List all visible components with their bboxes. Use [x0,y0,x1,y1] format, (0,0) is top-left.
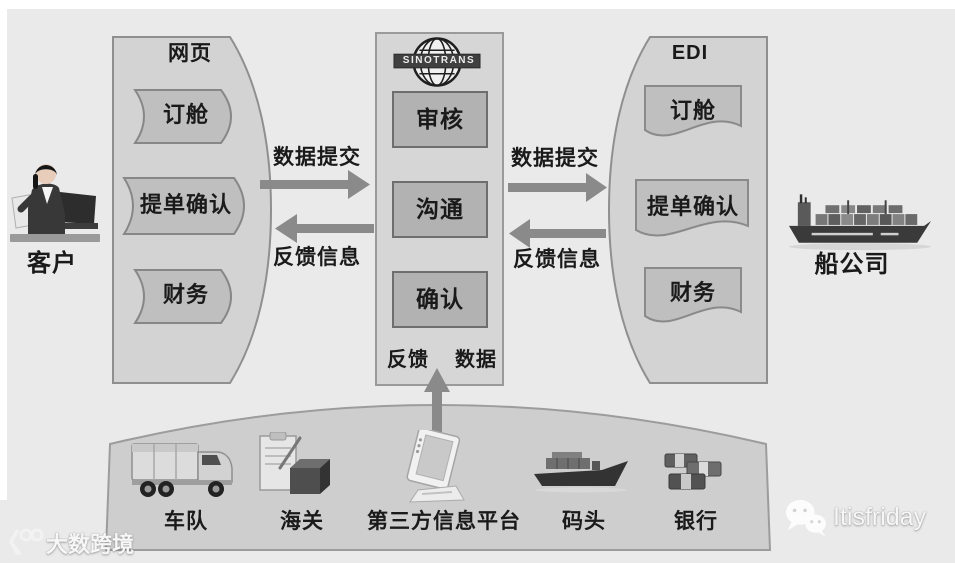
container-ship-icon [786,190,934,257]
customer-icon [8,156,102,255]
sinotrans-logo-icon [393,35,481,94]
web-card-bl-confirm-shape [122,177,245,235]
wechat-icon [784,498,828,543]
web-card-finance-shape [133,269,232,324]
top-edge-strip [0,0,955,9]
customer-label: 客户 [27,251,77,277]
dashu-logo-icon [5,527,45,562]
left-edge-strip [0,0,7,500]
sinotrans-logo-text: SINOTRANS [402,55,476,66]
center-box-communicate-shape [392,181,488,238]
edi-card-booking-shape [644,85,742,137]
bottom-item-info-platform-label: 第三方信息平台 [367,509,521,533]
center-box-confirm-shape [392,271,488,328]
left-feedback-arrowhead [275,214,297,243]
bottom-item-bank-label: 银行 [674,509,718,533]
right-submit-arrowhead [586,173,607,202]
edi-card-finance-shape [644,267,742,323]
truck-icon [130,438,236,509]
bank-icon [663,450,723,501]
left-feedback-arrow [297,224,374,233]
web-item-finance: 财务 [162,282,209,307]
watermark-bottom-left: 大数跨境 [46,532,135,557]
watermark-bottom-right: Itisfriday [833,503,927,531]
right-feedback-arrow [530,229,606,238]
edi-item-bl-confirm: 提单确认 [646,194,739,219]
edi-card-bl-confirm-shape [635,179,749,237]
web-card-booking-shape [133,89,232,144]
edi-item-booking: 订舱 [669,98,716,123]
right-submit-arrow [508,183,586,192]
web-item-booking: 订舱 [162,102,209,127]
center-feedback-label: 反馈 [387,349,429,371]
center-item-confirm: 确认 [416,287,464,312]
edi-item-finance: 财务 [669,280,716,305]
center-item-review: 审核 [416,107,464,132]
center-box-review-shape [392,91,488,148]
bottom-item-dock-label: 码头 [562,509,606,533]
right-feedback-label: 反馈信息 [513,247,601,271]
upward-arrow [432,388,442,446]
web-item-bl-confirm: 提单确认 [139,192,232,217]
left-submit-label: 数据提交 [273,145,361,169]
bottom-item-fleet-label: 车队 [164,509,208,533]
web-panel-title: 网页 [168,41,212,65]
edi-panel-title: EDI [671,42,709,64]
bottom-item-customs-label: 海关 [280,509,324,533]
info-platform-icon [404,427,466,511]
upward-arrowhead [424,368,450,392]
shipping-company-label: 船公司 [814,252,890,278]
left-submit-arrow [260,180,348,189]
right-feedback-arrowhead [509,219,530,248]
customs-icon [256,431,330,509]
center-item-communicate: 沟通 [416,197,464,222]
dock-icon [532,446,630,499]
right-submit-label: 数据提交 [511,146,599,170]
center-data-label: 数据 [455,349,497,371]
left-feedback-label: 反馈信息 [273,245,361,269]
left-submit-arrowhead [348,170,370,199]
